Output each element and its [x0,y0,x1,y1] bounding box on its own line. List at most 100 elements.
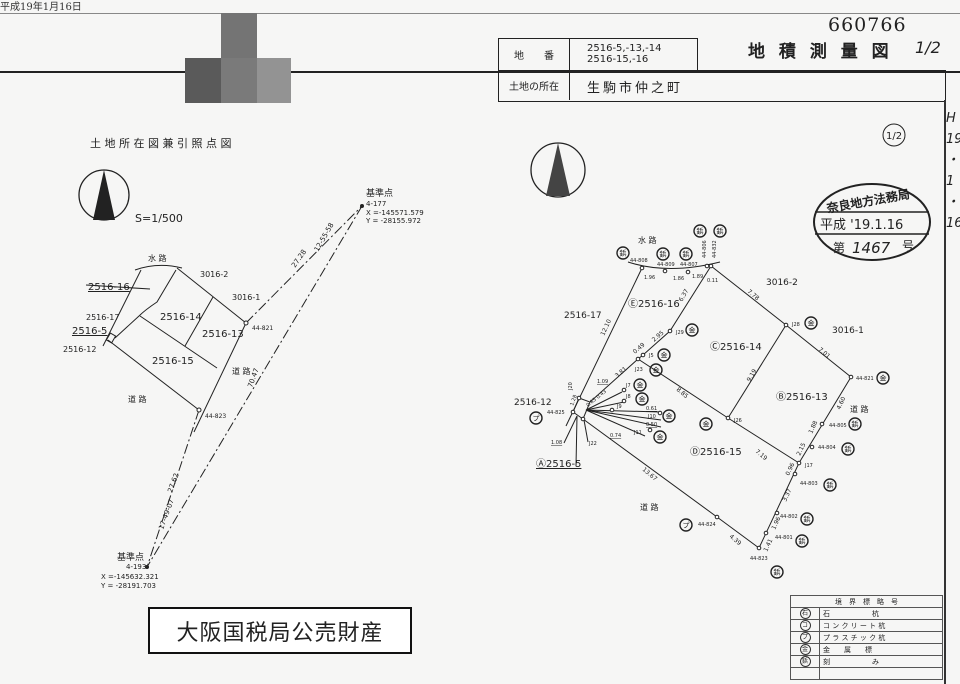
right-map-label: 3016-1 [832,326,864,336]
legend-symbol: 鋲 [790,655,820,668]
marker-symbol: 鋲 [660,250,667,259]
point-id-label: 44-808 [630,258,648,264]
boundary-marker-icon: プ [529,411,543,425]
legend-label: 刻 み [819,655,943,668]
boundary-marker-icon: プ [679,518,693,532]
boundary-marker-icon: 鋲 [848,417,862,431]
boundary-point [662,268,668,274]
point-id-label: J26 [733,418,742,424]
distance-label: 13.67 [641,466,659,483]
boundary-point [796,460,802,466]
parcel-label: 地 番 [499,39,570,70]
right-parcel-lines [563,261,852,549]
distance-label: 0.85 [585,397,597,409]
distance-label: 4.39 [728,533,743,547]
distance-label: 3.81 [614,365,629,379]
point-id-label: 44-832 [712,240,718,258]
boundary-marker-icon: 鋲 [693,224,707,238]
left-map-label: 12-55-58 [313,221,336,253]
ref-point-y: Y = -28155.972 [365,217,421,225]
left-map-label: 道 路 [128,394,147,404]
handwritten-era: H [946,111,956,126]
legend-symbol-icon: 鋲 [799,656,811,667]
handwritten-day: 16 [946,216,960,231]
left-map-label: 17-49-07 [157,498,175,531]
legend-symbol-icon: 石 [799,608,811,619]
right-map-label: 3016-2 [766,278,798,288]
handwritten-date: H 19 ・ 1 ・ 16 [946,108,960,234]
point-44-821 [243,320,249,326]
boundary-point [792,471,798,477]
sheet-mark-text: 1/2 [886,131,902,142]
distance-label: 7.01 [817,346,832,360]
boundary-marker-icon: 金 [653,430,667,444]
boundary-point [756,545,762,551]
boundary-marker-icon: 鋲 [616,246,630,260]
right-map-label: Ⓒ2516-14 [710,341,762,353]
distance-label: 0.11 [707,278,718,284]
distance-label: 0.50 [646,422,657,428]
legend-symbol: 石 [790,607,820,620]
left-parcel-lines [85,264,247,433]
marker-symbol: 鋲 [852,420,859,429]
legend-row: 鋲刻 み [790,655,943,668]
legend-title: 境 界 標 略 号 [790,595,943,608]
boundary-marker-icon: 鋲 [770,565,784,579]
parcel-number-table: 地 番 2516-5,-13,-14 2516-15,-16 [498,38,698,72]
distance-label: 1.08 [551,440,562,446]
marker-symbol: 金 [657,433,664,442]
north-arrow-icon [78,169,130,221]
ref-point-x: X =-145571.579 [366,209,424,217]
legend-label: プ ラ ス チ ッ ク 杭 [819,631,943,644]
distance-label: 1.41 [762,538,774,553]
boundary-point [657,410,663,416]
boundary-point [621,398,627,404]
left-map-label: 2516-5 [72,326,107,337]
legend-symbol [790,667,820,680]
boundary-marker-icon: 鋲 [679,247,693,261]
distance-label: 7.78 [746,288,761,302]
point-id-label: 44-807 [680,262,698,268]
point-44-823 [196,407,202,413]
left-map-label: 2516-14 [160,312,202,323]
legend-label: 金 属 標 [819,643,943,656]
distance-label: 9.19 [746,368,759,383]
point-id-label: J7 [625,383,631,389]
boundary-point [708,263,714,269]
legend-symbol-icon: コ [799,620,811,631]
boundary-point [809,444,815,450]
point-id-label: 44-825 [547,410,565,416]
distance-label: 1.09 [597,379,608,385]
legend-label [819,667,943,680]
marker-symbol: 鋲 [620,249,627,258]
legend-row: ココ ン ク リ ー ト 杭 [790,619,943,632]
boundary-marker-icon: 鋲 [713,224,727,238]
document-number: 660766 [828,14,907,36]
parcel-numbers-line-1: 2516-5,-13,-14 [587,43,662,54]
legend-symbol-icon: 金 [799,644,811,655]
legend-row [790,667,943,680]
boundary-point [763,530,769,536]
marker-symbol: 金 [703,420,710,429]
left-map-label: 44-821 [252,325,273,332]
print-date: 平成19年1月16日 [0,2,82,13]
boundary-marker-icon: 金 [649,363,663,377]
legend-symbol: 金 [790,643,820,656]
point-id-label: J5 [648,353,654,359]
right-map-labels: 水 路2516-17Ⓔ2516-16Ⓒ2516-14Ⓑ2516-13Ⓓ2516-… [514,224,890,579]
top-rule [0,13,960,14]
boundary-point [725,415,731,421]
marker-symbol: 鋲 [799,537,806,546]
right-map-label: Ⓔ2516-16 [628,298,680,310]
point-id-label: J29 [675,330,684,336]
marker-symbol: 鋲 [683,250,690,259]
left-map-label: 2516-12 [63,345,96,354]
boundary-point [621,387,627,393]
left-map-label: 2516-13 [202,329,244,340]
boundary-point [819,421,825,427]
ref-point-y: Y = -28191.703 [100,582,156,590]
registry-stamp: 奈良地方法務局 平成 '19.1.16 第 1467 号 [813,183,931,261]
distance-label: 8.85 [675,386,690,400]
point-id-label: 44-801 [775,535,793,541]
handwritten-sep: ・ [946,195,960,210]
